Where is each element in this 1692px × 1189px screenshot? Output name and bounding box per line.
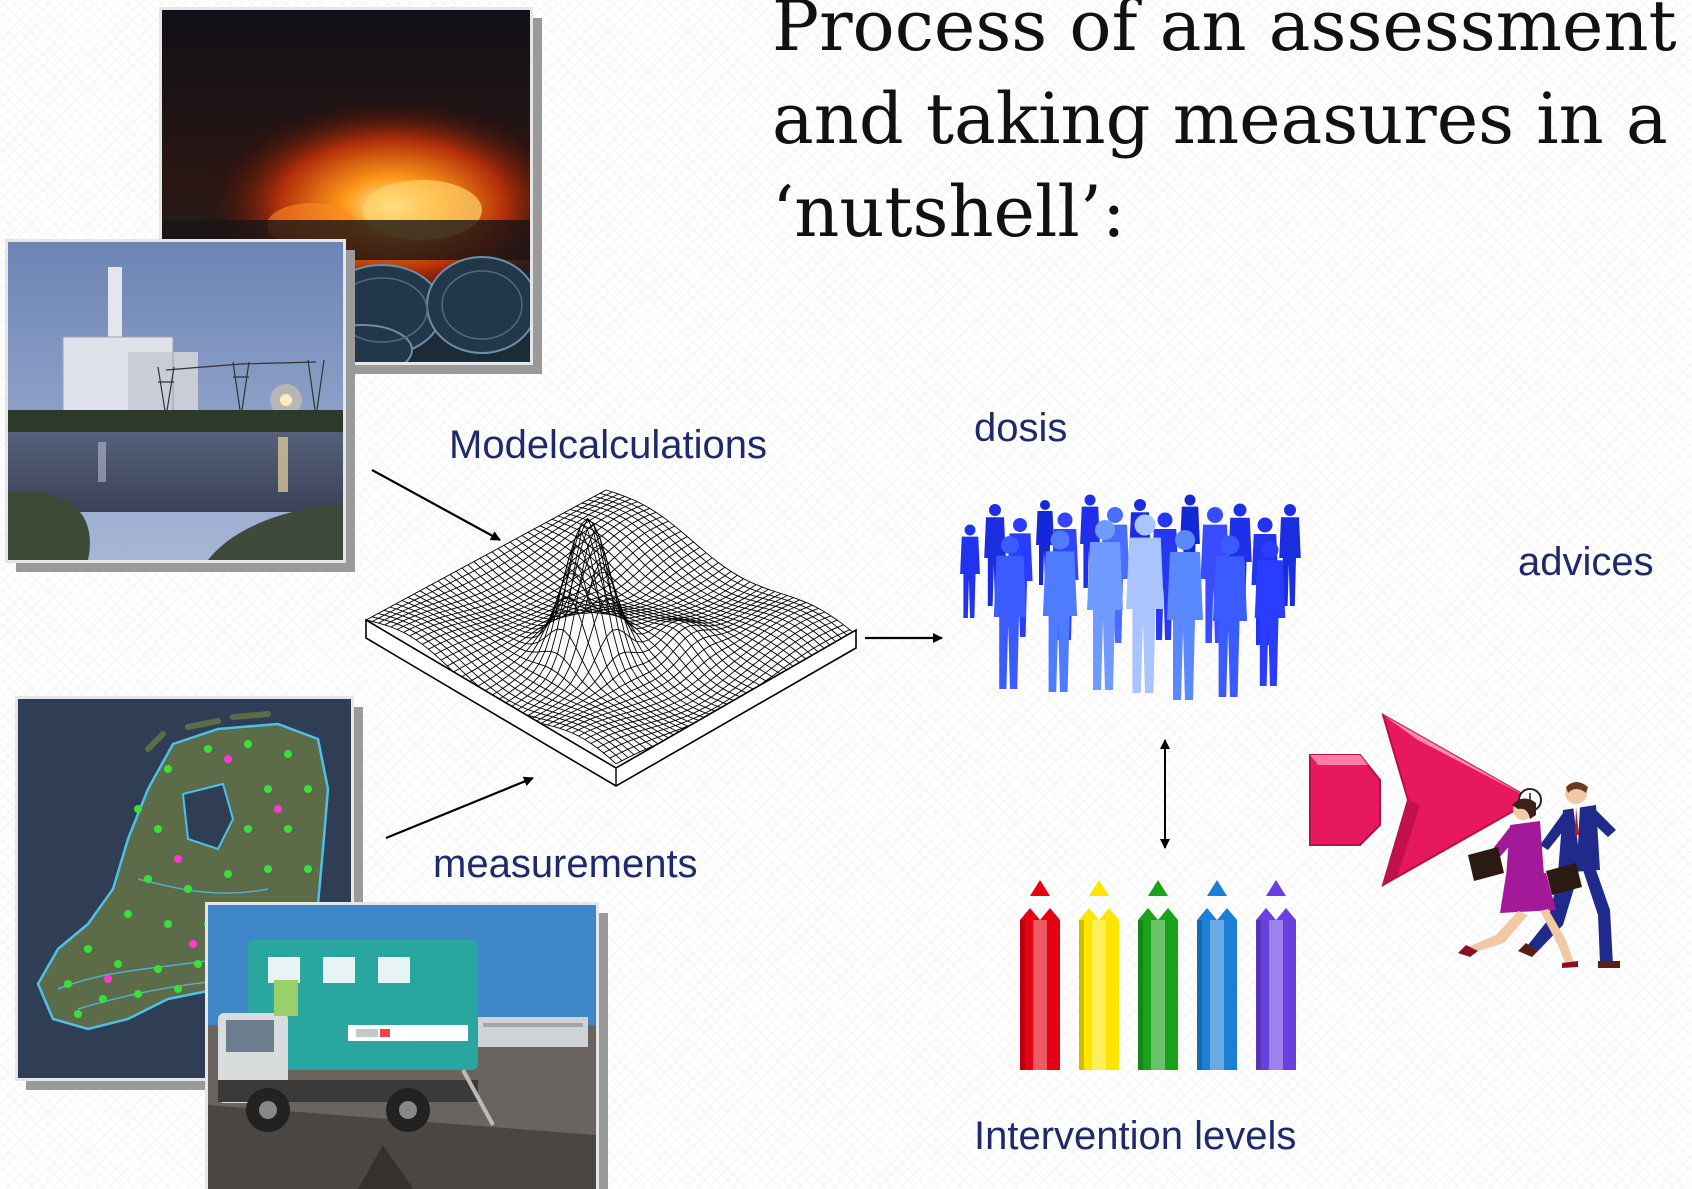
- pencil: [1197, 880, 1237, 1070]
- person-silhouette: [1087, 520, 1123, 690]
- model-to-surface-arrow: [371, 469, 501, 541]
- surface-grid-line: [565, 601, 807, 731]
- surface-grid-line: [581, 502, 833, 648]
- surface-grid-line: [551, 518, 803, 665]
- surface-grid-line: [509, 531, 751, 715]
- surface-grid-line: [575, 505, 827, 651]
- person-silhouette: [960, 524, 980, 618]
- surface-grid-line: [522, 586, 763, 719]
- surface-grid-line: [563, 512, 815, 658]
- surface-grid-line: [569, 509, 821, 654]
- surface-grid-line: [609, 629, 850, 759]
- surface-grid-line: [578, 607, 819, 737]
- surface-grid-line: [559, 599, 800, 729]
- intervention-levels-label: Intervention levels: [974, 1114, 1297, 1158]
- pencil: [1079, 880, 1119, 1070]
- person-silhouette: [984, 504, 1006, 606]
- surface-grid-line: [491, 551, 743, 704]
- surface-grid-line: [572, 604, 813, 734]
- surface-grid-line: [509, 541, 761, 693]
- surface-grid-line: [553, 597, 794, 727]
- surface-grid-line: [503, 517, 744, 712]
- people-crowd: [960, 494, 1301, 700]
- surface-grid-line: [584, 611, 825, 740]
- modelcalculations-label: Modelcalculations: [449, 423, 767, 467]
- running-business-people: [1458, 782, 1620, 968]
- surface-grid-line: [605, 489, 857, 636]
- person-silhouette: [1036, 500, 1054, 585]
- pink-arrow: [1309, 712, 1542, 888]
- surface-grid-line: [547, 595, 788, 726]
- surface-grid-line: [515, 561, 757, 717]
- surface-grid-line: [521, 535, 773, 685]
- pencil: [1020, 880, 1060, 1070]
- slide-title: Process of an assessment and taking meas…: [772, 0, 1677, 253]
- surface-grid-line: [528, 589, 769, 721]
- surface-grid-line: [503, 544, 755, 697]
- surface-grid-line: [593, 496, 845, 642]
- surface-grid-line: [597, 619, 838, 749]
- person-silhouette: [1212, 535, 1248, 697]
- surface-plot: [365, 489, 857, 787]
- surface-grid-line: [545, 522, 797, 669]
- surface-grid-line: [587, 499, 839, 645]
- surface-grid-line: [590, 615, 832, 744]
- person-silhouette: [1279, 504, 1301, 606]
- measurement-van-photo: [208, 905, 596, 1189]
- person-silhouette: [1254, 541, 1286, 686]
- surface-grid-line: [599, 492, 851, 639]
- pencil: [1138, 880, 1178, 1070]
- surface-grid-line: [453, 541, 694, 673]
- surface-grid-line: [603, 624, 844, 754]
- surface-grid-line: [534, 591, 776, 723]
- person-silhouette: [1126, 514, 1164, 693]
- person-silhouette: [993, 536, 1027, 689]
- pencils: [1020, 880, 1296, 1070]
- surface-grid-line: [557, 515, 809, 662]
- person-silhouette: [1042, 530, 1078, 692]
- surface-grid-line: [515, 538, 767, 689]
- dosis-label: dosis: [974, 406, 1068, 450]
- surface-grid-line: [527, 531, 779, 681]
- surface-grid-line: [540, 593, 782, 724]
- power-plant-photo: [8, 242, 343, 560]
- person-silhouette: [1167, 530, 1203, 700]
- pencil: [1256, 880, 1296, 1070]
- surface-grid-line: [539, 525, 791, 673]
- surface-grid-line: [533, 528, 785, 677]
- advices-label: advices: [1518, 540, 1654, 584]
- measurements-label: measurements: [433, 842, 698, 886]
- measurements-to-surface-arrow: [385, 776, 534, 840]
